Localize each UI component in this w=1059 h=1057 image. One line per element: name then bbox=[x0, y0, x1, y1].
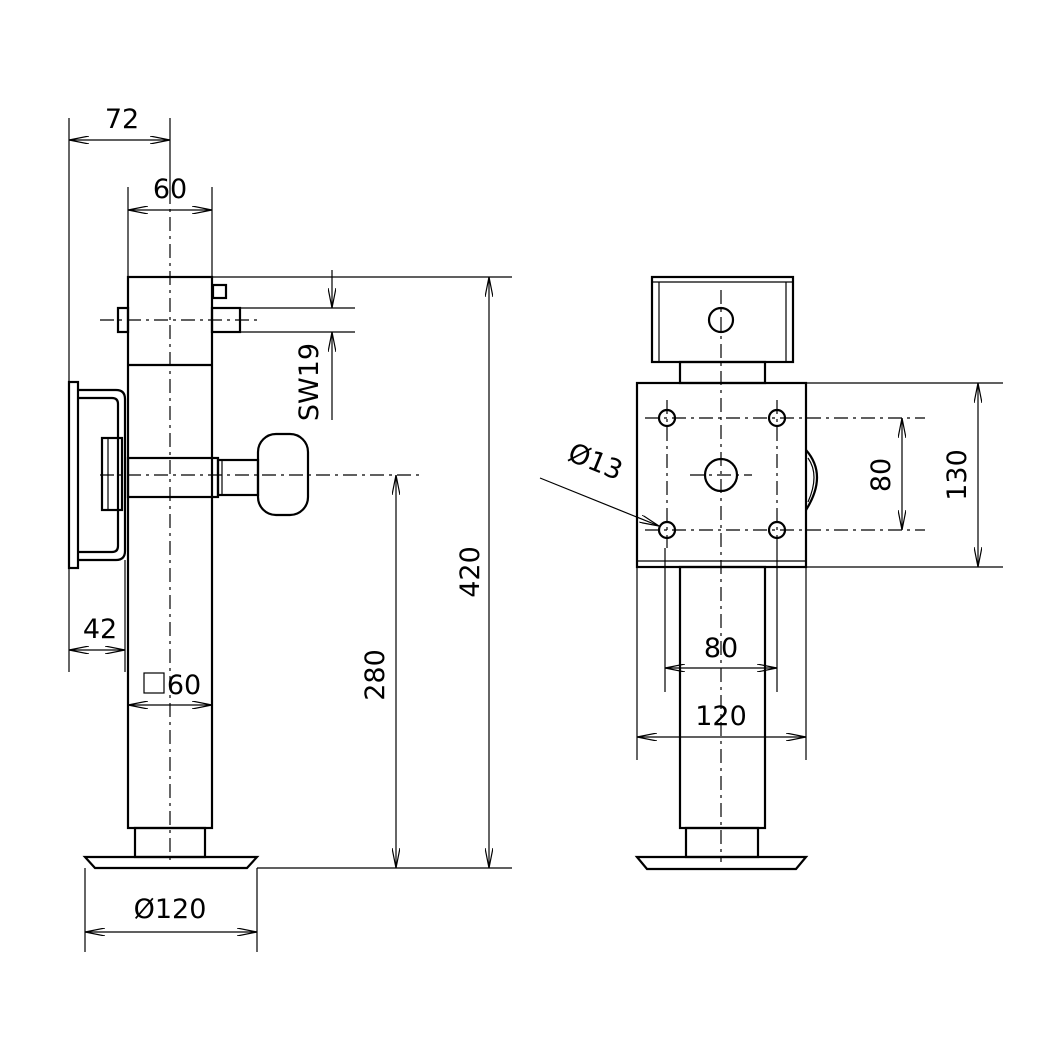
dim-label-tube-width: 60 bbox=[153, 174, 187, 205]
top-bracket bbox=[650, 275, 795, 364]
neck bbox=[678, 360, 767, 385]
dim-label-hole-diameter: Ø13 bbox=[564, 437, 627, 487]
square-symbol-icon bbox=[143, 672, 165, 694]
dim-label-tube-square: 60 bbox=[167, 670, 201, 701]
mounting-hole bbox=[767, 520, 787, 540]
crank-wheel bbox=[805, 449, 818, 511]
dim-label-crank-height: 280 bbox=[360, 649, 391, 701]
mounting-hole bbox=[767, 408, 787, 428]
front-tube bbox=[678, 565, 767, 830]
mounting-hole bbox=[657, 520, 677, 540]
dim-label-wrench-size: SW19 bbox=[294, 343, 325, 421]
dim-label-plate-height: 130 bbox=[942, 449, 973, 501]
leader-hole-diameter bbox=[539, 477, 659, 526]
front-view: Ø13 80 130 80 120 bbox=[539, 275, 1003, 871]
dim-label-overall-width: 72 bbox=[105, 104, 139, 135]
side-view: 72 60 SW19 420 280 42 60 Ø120 bbox=[67, 104, 512, 952]
dim-label-bracket-offset: 42 bbox=[83, 614, 117, 645]
dim-label-plate-width: 120 bbox=[695, 701, 747, 732]
dim-label-total-height: 420 bbox=[455, 546, 486, 598]
mounting-hole bbox=[657, 408, 677, 428]
front-inner-tube bbox=[684, 826, 760, 859]
dim-label-hole-spacing-vertical: 80 bbox=[866, 458, 897, 492]
front-foot-plate bbox=[634, 855, 809, 871]
bolt bbox=[116, 283, 242, 334]
mounting-bracket bbox=[67, 380, 127, 570]
crank-handle bbox=[126, 432, 310, 517]
foot-plate bbox=[82, 855, 260, 870]
dim-label-foot-diameter: Ø120 bbox=[134, 894, 207, 925]
dim-label-hole-spacing-horizontal: 80 bbox=[704, 633, 738, 664]
center-hole bbox=[703, 457, 739, 493]
